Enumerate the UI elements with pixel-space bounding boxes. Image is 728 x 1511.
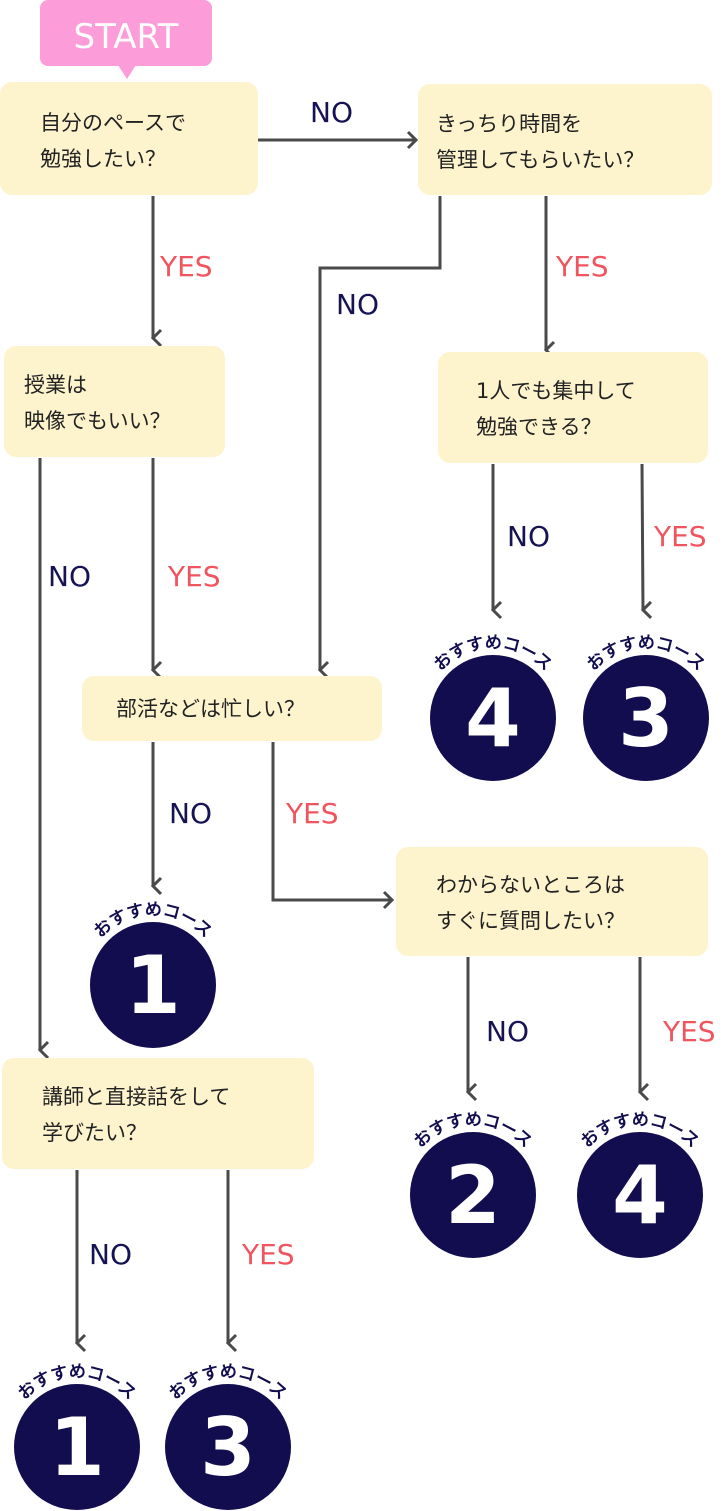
svg-text:1人でも集中して: 1人でも集中して xyxy=(476,379,636,403)
label-no: NO xyxy=(507,520,550,553)
svg-text:3: 3 xyxy=(618,672,674,765)
svg-text:きっちり時間を: きっちり時間を xyxy=(436,112,582,136)
label-yes: YES xyxy=(662,1015,716,1048)
label-yes: YES xyxy=(653,520,707,553)
svg-text:講師と直接話をして: 講師と直接話をして xyxy=(42,1085,230,1109)
svg-text:学びたい？: 学びたい？ xyxy=(42,1121,147,1145)
svg-text:勉強できる？: 勉強できる？ xyxy=(476,415,602,439)
svg-text:4: 4 xyxy=(612,1149,668,1242)
svg-text:すぐに質問したい？: すぐに質問したい？ xyxy=(436,909,625,933)
question-q2: きっちり時間を 管理してもらいたい？ xyxy=(418,84,712,195)
result-course: おすすめコース 2 xyxy=(410,1110,536,1258)
label-yes: YES xyxy=(159,250,213,283)
question-q3: 授業は 映像でもいい？ xyxy=(4,346,225,457)
label-yes: YES xyxy=(285,797,339,830)
svg-text:部活などは忙しい？: 部活などは忙しい？ xyxy=(116,697,305,721)
connectors xyxy=(37,130,653,1353)
label-no: NO xyxy=(310,96,353,129)
question-q4: 1人でも集中して 勉強できる？ xyxy=(438,352,708,463)
svg-text:1: 1 xyxy=(125,939,181,1032)
label-no: NO xyxy=(89,1238,132,1271)
result-course: おすすめコース 1 xyxy=(90,900,216,1048)
svg-text:管理してもらいたい？: 管理してもらいたい？ xyxy=(436,148,644,172)
question-q6: わからないところは すぐに質問したい？ xyxy=(396,847,708,956)
svg-text:授業は: 授業は xyxy=(24,373,87,397)
svg-text:1: 1 xyxy=(49,1401,105,1494)
label-yes: YES xyxy=(555,250,609,283)
result-course: おすすめコース 4 xyxy=(577,1110,703,1258)
arrow-q5-yes xyxy=(271,742,395,910)
result-course: おすすめコース 3 xyxy=(165,1362,291,1510)
svg-text:映像でもいい？: 映像でもいい？ xyxy=(24,409,171,433)
label-yes: YES xyxy=(167,560,221,593)
question-q7: 講師と直接話をして 学びたい？ xyxy=(2,1058,314,1169)
arrow-q4-yes xyxy=(640,463,653,620)
start-label: START xyxy=(74,17,179,57)
label-no: NO xyxy=(486,1015,529,1048)
result-course: おすすめコース 3 xyxy=(583,633,709,781)
start-bubble: START xyxy=(40,0,212,79)
label-no: NO xyxy=(336,288,379,321)
svg-text:自分のペースで: 自分のペースで xyxy=(40,111,186,135)
arrow-q2-no xyxy=(317,196,442,680)
svg-text:わからないところは: わからないところは xyxy=(436,873,625,897)
question-q5: 部活などは忙しい？ xyxy=(82,676,382,741)
svg-text:4: 4 xyxy=(465,672,521,765)
result-course: おすすめコース 1 xyxy=(14,1362,140,1510)
question-q1: 自分のペースで 勉強したい？ xyxy=(0,82,258,195)
label-no: NO xyxy=(48,560,91,593)
label-no: NO xyxy=(169,797,212,830)
result-course: おすすめコース 4 xyxy=(430,633,556,781)
svg-text:3: 3 xyxy=(200,1401,256,1494)
label-yes: YES xyxy=(241,1238,295,1271)
svg-text:勉強したい？: 勉強したい？ xyxy=(40,147,166,171)
svg-text:2: 2 xyxy=(445,1149,501,1242)
